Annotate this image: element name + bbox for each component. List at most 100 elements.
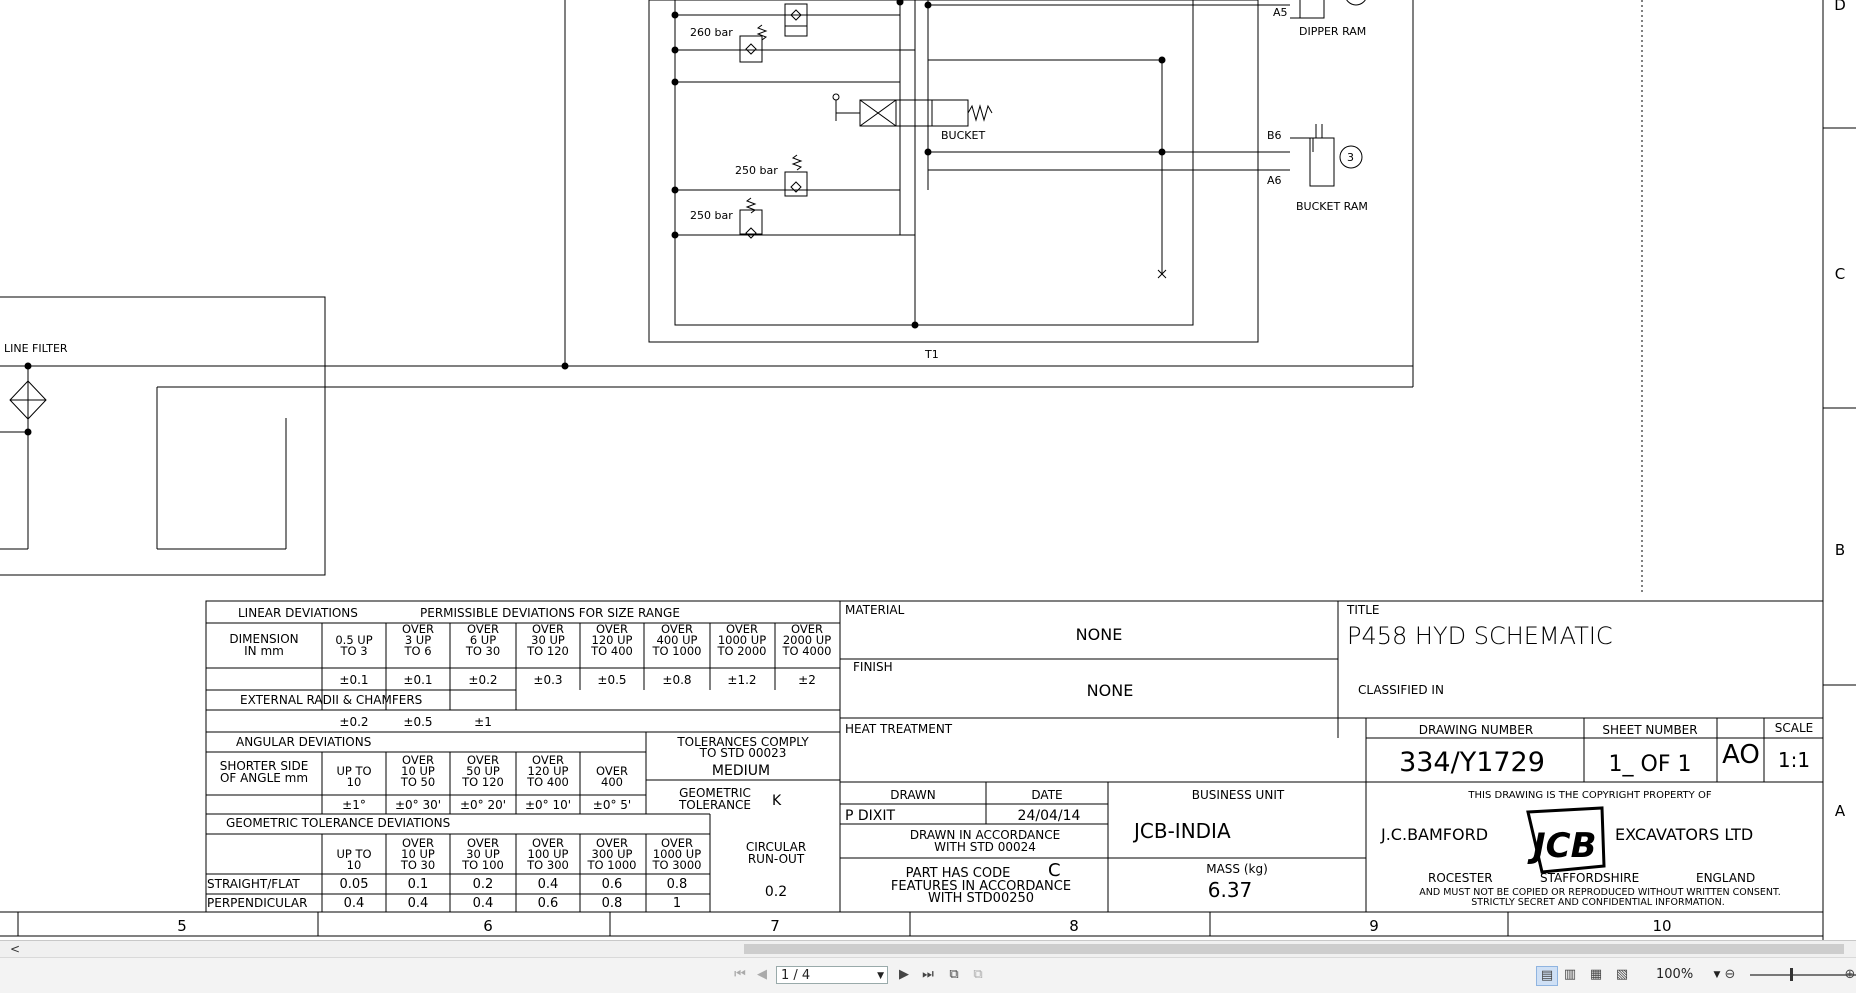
part-code-line-2: FEATURES IN ACCORDANCE (891, 879, 1071, 894)
perpendicular-value-4: 0.8 (602, 896, 623, 911)
angular-range-1-line-2: TO 50 (400, 775, 435, 789)
port-label-a5: A5 (1273, 6, 1288, 19)
last-page-icon[interactable]: ⏭ (922, 967, 934, 982)
geo-range-4-line-0: OVER (596, 836, 628, 850)
zoom-dropdown-icon[interactable]: ▼ (1713, 970, 1721, 980)
straight-flat-label: STRAIGHT/FLAT (207, 877, 300, 891)
angular-range-1-line-0: OVER (402, 753, 434, 767)
geo-tolerance-title: GEOMETRIC TOLERANCE DEVIATIONS (226, 816, 450, 830)
logo-text: JCB (1527, 826, 1597, 866)
linear-range-3-line-1: 30 UP (531, 633, 565, 647)
mass-value: 6.37 (1208, 878, 1253, 902)
scroll-left-arrow[interactable]: < (10, 942, 21, 956)
page-selector[interactable]: 1 / 4 ▼ (776, 966, 888, 984)
linear-range-4-line-1: 120 UP (592, 633, 633, 647)
continuous-view-icon[interactable]: ▥ (1563, 967, 1577, 982)
mass-label: MASS (kg) (1206, 862, 1268, 876)
perpendicular-value-5: 1 (673, 896, 681, 911)
sheet-number: 1_ OF 1 (1609, 752, 1692, 777)
linear-range-2-line-1: 6 UP (470, 633, 496, 647)
linear-value-6: ±1.2 (727, 673, 756, 687)
zoom-slider[interactable] (1750, 974, 1856, 976)
linear-range-1-line-2: TO 6 (403, 644, 431, 658)
copy-pages-icon[interactable]: ⧉ (949, 967, 959, 982)
geo-range-5-line-2: TO 3000 (652, 858, 702, 872)
company-name-right: EXCAVATORS LTD (1615, 825, 1753, 844)
relief-valve-label-2: 250 bar (735, 164, 778, 177)
next-page-icon[interactable]: ▶ (899, 967, 909, 982)
angular-range-3-line-0: OVER (532, 753, 564, 767)
single-page-view-icon[interactable]: ▤ (1536, 966, 1558, 986)
circular-runout-line-1: CIRCULAR (746, 840, 806, 854)
linear-range-4-line-0: OVER (596, 622, 628, 636)
part-code-line-3: WITH STD00250 (928, 891, 1034, 906)
chevron-down-icon: ▼ (877, 971, 884, 981)
linear-range-5-line-0: OVER (661, 622, 693, 636)
document-viewport[interactable]: JCB 260 bar 250 bar 250 bar A5 B6 A6 DIP… (0, 0, 1856, 940)
linear-range-3-line-0: OVER (532, 622, 564, 636)
paste-pages-icon[interactable]: ⧉ (973, 967, 983, 982)
material-label: MATERIAL (845, 603, 905, 617)
linear-range-2-line-2: TO 30 (465, 644, 500, 658)
scroll-thumb[interactable] (744, 944, 1844, 954)
dimension-label-line-2: IN mm (244, 644, 284, 658)
permissible-deviations-title: PERMISSIBLE DEVIATIONS FOR SIZE RANGE (420, 606, 680, 620)
geometric-tolerance-line-1: GEOMETRIC (679, 786, 751, 800)
linear-value-3: ±0.3 (533, 673, 562, 687)
sheet-size: AO (1722, 740, 1760, 770)
linear-deviations-title: LINEAR DEVIATIONS (238, 606, 358, 620)
finish-value: NONE (1087, 681, 1134, 700)
bucket-valve-label: BUCKET (941, 129, 985, 142)
radii-value-1: ±0.5 (403, 715, 432, 729)
tolerances-comply-line-2: TO STD 00023 (699, 746, 787, 760)
schematic-drawing: JCB 260 bar 250 bar 250 bar A5 B6 A6 DIP… (0, 0, 1856, 940)
column-label-9: 9 (1369, 917, 1379, 935)
linear-range-4-line-2: TO 400 (590, 644, 633, 658)
angular-range-4-line-1: 400 (601, 775, 623, 789)
angular-range-2-line-2: TO 120 (461, 775, 504, 789)
column-label-6: 6 (483, 917, 493, 935)
angular-range-0-line-0: UP TO (336, 764, 371, 778)
scale-label: SCALE (1775, 721, 1813, 735)
copyright-line: THIS DRAWING IS THE COPYRIGHT PROPERTY O… (1467, 790, 1711, 801)
dipper-ram-label: DIPPER RAM (1299, 25, 1366, 38)
radii-title: EXTERNAL RADII & CHAMFERS (240, 693, 422, 707)
geo-range-4-line-1: 300 UP (592, 847, 633, 861)
first-page-icon[interactable]: ⏮ (734, 967, 746, 982)
previous-page-icon[interactable]: ◀ (757, 967, 767, 982)
geo-range-2-line-0: OVER (467, 836, 499, 850)
circular-runout-line-2: RUN-OUT (748, 852, 805, 866)
zoom-slider-handle[interactable] (1790, 968, 1793, 981)
row-label-a: A (1835, 802, 1846, 820)
angular-value-4: ±0° 5' (593, 798, 631, 812)
angular-range-2-line-0: OVER (467, 753, 499, 767)
two-page-view-icon[interactable]: ▦ (1589, 967, 1603, 982)
geo-range-2-line-2: TO 100 (461, 858, 504, 872)
zoom-in-icon[interactable]: ⊕ (1844, 967, 1856, 982)
legal-line-2: STRICTLY SECRET AND CONFIDENTIAL INFORMA… (1471, 897, 1725, 908)
straight-flat-value-0: 0.05 (340, 877, 369, 892)
tolerance-class: MEDIUM (712, 763, 770, 779)
radii-value-0: ±0.2 (339, 715, 368, 729)
geo-range-0-line-1: 10 (347, 858, 362, 872)
zoom-level[interactable]: 100% (1656, 967, 1694, 982)
zoom-out-icon[interactable]: ⊖ (1724, 967, 1736, 982)
geo-range-1-line-1: 10 UP (401, 847, 435, 861)
port-label-a6: A6 (1267, 174, 1282, 187)
heat-treatment-label: HEAT TREATMENT (845, 722, 953, 736)
linear-range-6-line-1: 1000 UP (718, 633, 766, 647)
geo-range-5-line-1: 1000 UP (653, 847, 701, 861)
title-block: MATERIAL NONE FINISH NONE HEAT TREATMENT… (845, 603, 1813, 908)
linear-range-1-line-1: 3 UP (405, 633, 431, 647)
angular-title: ANGULAR DEVIATIONS (236, 735, 371, 749)
geo-range-3-line-1: 100 UP (528, 847, 569, 861)
geo-range-2-line-1: 30 UP (466, 847, 500, 861)
horizontal-scrollbar[interactable]: < (0, 940, 1856, 957)
row-label-d: D (1834, 0, 1846, 14)
column-label-8: 8 (1069, 917, 1079, 935)
bucket-ram-label: BUCKET RAM (1296, 200, 1368, 213)
tolerance-table: LINEAR DEVIATIONS PERMISSIBLE DEVIATIONS… (207, 606, 832, 911)
geo-range-3-line-2: TO 300 (526, 858, 569, 872)
two-page-continuous-icon[interactable]: ▧ (1615, 967, 1629, 982)
legal-line-1: AND MUST NOT BE COPIED OR REPRODUCED WIT… (1419, 887, 1780, 898)
